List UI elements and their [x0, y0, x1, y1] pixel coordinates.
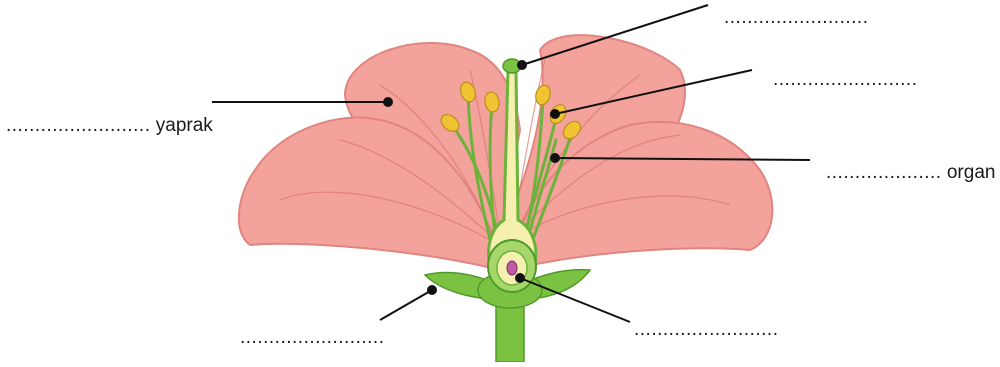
- label-left-word: yaprak: [156, 115, 213, 136]
- label-right-blank: ....................: [826, 162, 942, 183]
- label-bottom-right-blank: .........................: [634, 320, 778, 339]
- label-left: ......................... yaprak: [6, 116, 213, 135]
- label-right-word: organ: [947, 162, 996, 183]
- label-bottom-left-blank: .........................: [240, 328, 384, 347]
- label-upper-right-blank: .........................: [773, 70, 917, 89]
- label-left-blank: .........................: [6, 115, 150, 136]
- ovule: [507, 261, 517, 275]
- label-top-blank: .........................: [724, 8, 868, 27]
- label-right: .................... organ: [826, 163, 995, 182]
